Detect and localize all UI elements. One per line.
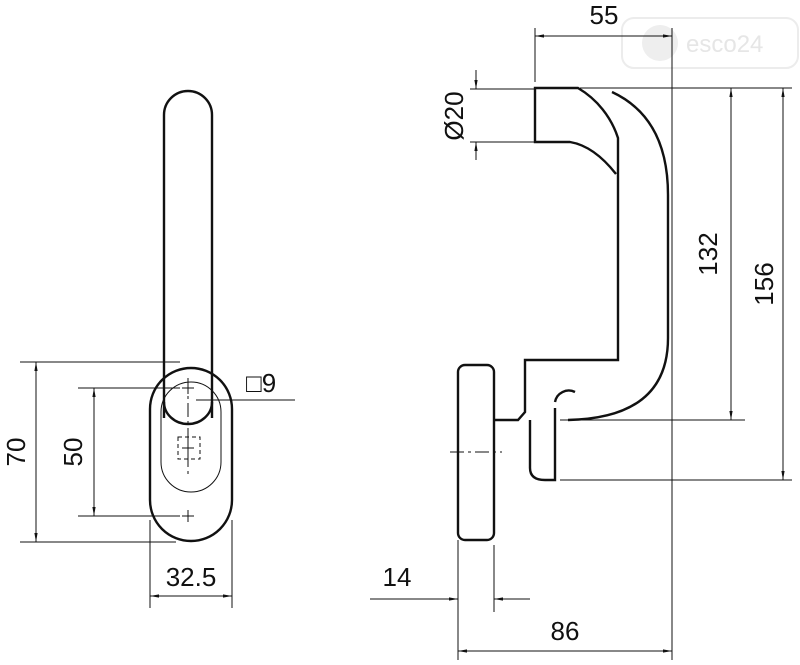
side-extension-lines (457, 28, 792, 660)
square-9-label: □9 (246, 368, 276, 398)
rose-inner-slot (160, 381, 222, 493)
dim-86-label: 86 (551, 616, 580, 646)
rose-plate-outline (148, 366, 234, 543)
dim-132-label: 132 (693, 232, 723, 275)
dim-156-label: 156 (749, 262, 779, 305)
dim-70-label: 70 (1, 438, 31, 467)
dim-55-label: 55 (590, 0, 619, 30)
handle-shank-lower (528, 408, 557, 482)
dim-dia20-label: Ø20 (439, 91, 469, 140)
side-view: 55 Ø20 132 156 14 86 (370, 0, 792, 660)
handle-grip-outline (494, 86, 620, 422)
lever-outline (162, 89, 214, 418)
watermark-text: esco24 (686, 31, 763, 58)
handle-shank-curve (553, 389, 576, 403)
screw-marks (182, 382, 194, 522)
spindle-square (177, 436, 201, 460)
dim-14-label: 14 (383, 562, 412, 592)
cart-icon (642, 25, 678, 61)
handle-outer-sweep (567, 90, 670, 422)
dim-50-label: 50 (58, 438, 88, 467)
front-view: 70 50 □9 32.5 (1, 89, 295, 608)
watermark-logo: esco24 (621, 17, 799, 69)
dim-32-5-label: 32.5 (166, 562, 217, 592)
front-extension-lines (20, 361, 295, 608)
